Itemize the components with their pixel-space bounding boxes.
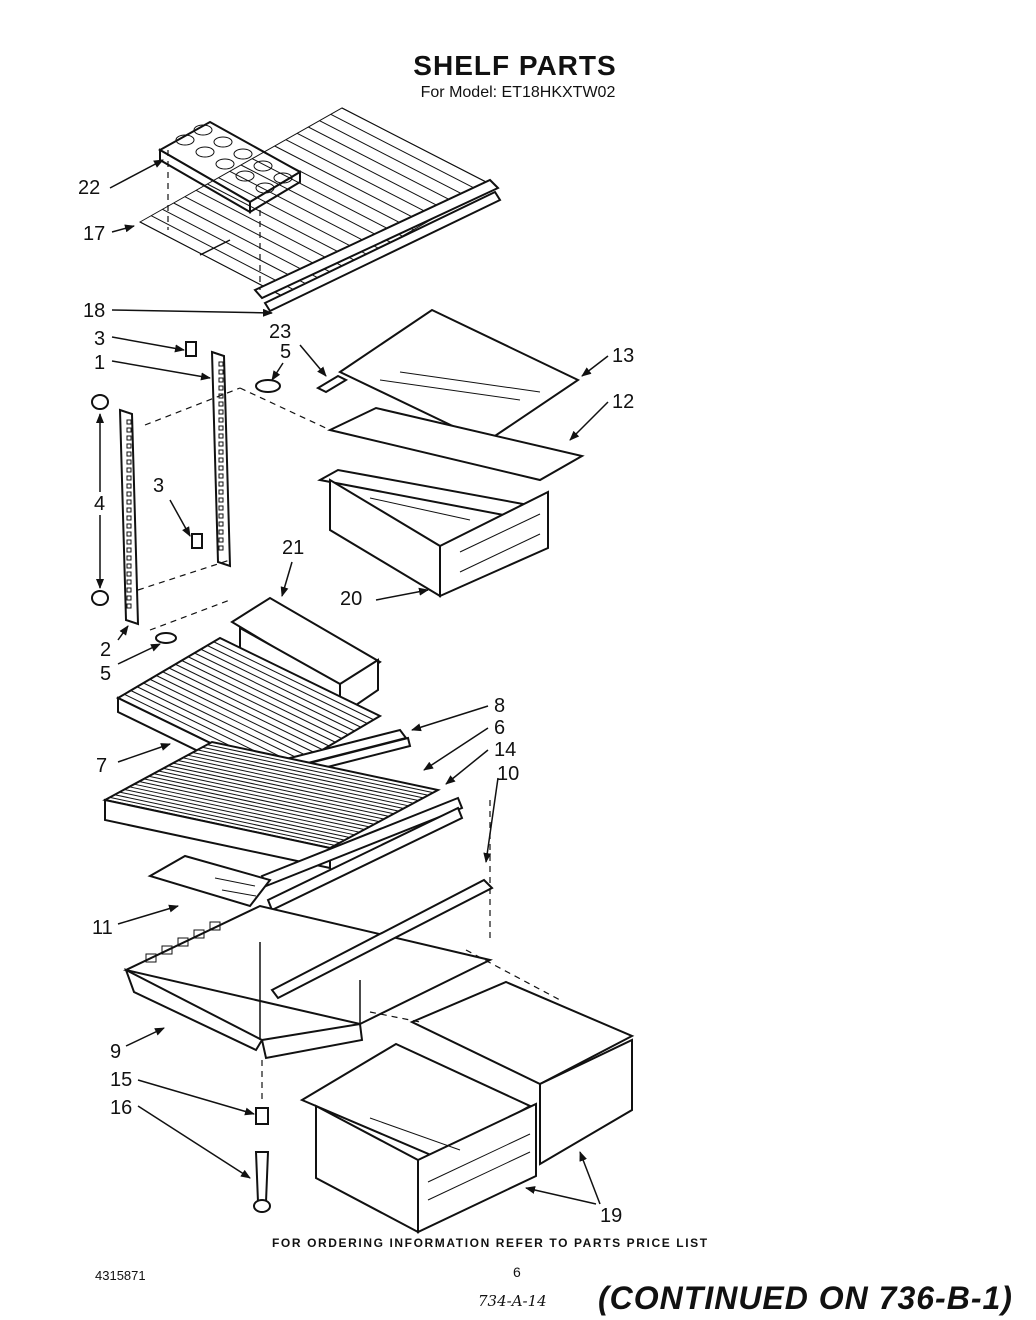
callout-14: 14	[494, 739, 516, 761]
callout-17: 17	[83, 223, 105, 245]
model-subtitle: For Model: ET18HKXTW02	[420, 84, 616, 101]
crisper-pan-part	[317, 406, 585, 598]
continued-note: (CONTINUED ON 736-B-1)	[598, 1280, 1013, 1316]
callout-1: 1	[94, 352, 105, 374]
pan-cover-glass	[147, 854, 272, 908]
ordering-info-note: FOR ORDERING INFORMATION REFER TO PARTS …	[272, 1236, 709, 1250]
lower-shelf-part	[102, 740, 464, 912]
handwritten-reference: 734-A-14	[478, 1292, 547, 1310]
shelf-support-rails	[118, 350, 232, 626]
callout-15: 15	[110, 1069, 132, 1091]
callout-8: 8	[494, 695, 505, 717]
callout-9: 9	[110, 1041, 121, 1063]
callout-3-lower: 3	[153, 475, 164, 497]
crisper-frame-part	[122, 878, 494, 1060]
document-number: 4315871	[95, 1268, 146, 1283]
callout-5-lower: 5	[100, 663, 111, 685]
callout-10: 10	[497, 763, 519, 785]
egg-tray-part	[157, 120, 302, 214]
callout-22: 22	[78, 177, 100, 199]
drawer-stop-parts	[253, 1107, 271, 1213]
callout-13: 13	[612, 345, 634, 367]
wire-shelf-part	[138, 107, 502, 313]
callout-23: 23	[269, 321, 291, 343]
callout-19: 19	[600, 1205, 622, 1227]
callout-5-upper: 5	[280, 341, 291, 363]
callout-21: 21	[282, 537, 304, 559]
callout-18: 18	[83, 300, 105, 322]
callout-numbers: 22 17 18 23 3 1 5 13 12 4 3 21 20 2 5 8 …	[78, 177, 634, 1227]
callout-7: 7	[96, 755, 107, 777]
page-number: 6	[513, 1264, 521, 1280]
assembly-guide-lines	[137, 150, 561, 1104]
callout-12: 12	[612, 391, 634, 413]
callout-3-upper: 3	[94, 328, 105, 350]
callout-2: 2	[100, 639, 111, 661]
callout-11: 11	[92, 917, 113, 939]
callout-4: 4	[94, 493, 105, 515]
callout-leaders	[96, 159, 609, 1205]
support-clips	[91, 341, 281, 644]
callout-16: 16	[110, 1097, 132, 1119]
diagram-title: SHELF PARTS	[413, 50, 617, 81]
crisper-glass-cover	[315, 308, 581, 444]
crisper-drawers-part	[299, 980, 635, 1234]
callout-6: 6	[494, 717, 505, 739]
callout-20: 20	[340, 588, 362, 610]
